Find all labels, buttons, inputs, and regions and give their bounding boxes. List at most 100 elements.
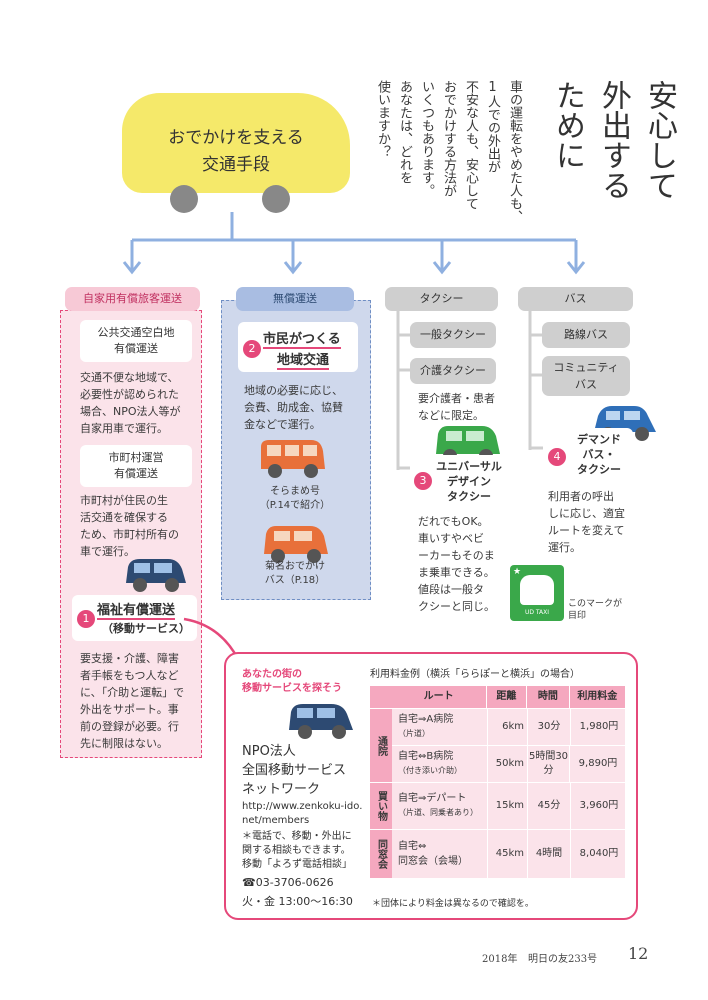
caption-line: （P.14で紹介） [259, 500, 331, 511]
fee-cell: 3,960円 [570, 783, 627, 829]
desc-line: 利用者の呼出 [548, 490, 614, 503]
desc-line: 車いすやベビ [418, 532, 484, 545]
route-cell: 自宅⇔B病院 [398, 751, 454, 762]
time-cell: 5時間30分 [527, 746, 569, 782]
intro-line: 車の運転をやめた人も、 [507, 80, 522, 223]
route-cell: 自宅⇒デパート [398, 793, 467, 804]
bus-item-community: コミュニティ バス [542, 356, 630, 396]
car2-caption: 菊名おでかけ バス（P.18） [240, 560, 350, 588]
jikayou-desc2: 市町村が住民の生 活交通を確保する ため、市町村所有の 車で運行。 [80, 492, 200, 560]
title-line1: 安心して [642, 80, 677, 200]
wheel-icon [262, 185, 290, 213]
kaigo-desc: 要介護者・患者 などに限定。 [418, 390, 508, 424]
desc-line: だれでもOK。 [418, 515, 489, 528]
note-line: ＊電話で、移動・外出に [242, 831, 352, 842]
time-cell: 30分 [527, 709, 570, 745]
desc-line: 外出をサポート。事 [80, 703, 179, 716]
tree-connectors [122, 212, 586, 275]
org-url[interactable]: http://www.zenkoku-ido. net/members [242, 800, 362, 828]
desc-line: ルートを変えて [548, 524, 625, 537]
car1-caption: そらまめ号 （P.14で紹介） [240, 485, 350, 513]
desc-line: 前の登録が必要。行 [80, 720, 179, 733]
bus-sign-line1: おでかけを支える [168, 128, 304, 148]
group-label: 買い物 [370, 783, 392, 829]
distance-cell: 50km [487, 746, 527, 782]
hours: 火・金 13:00〜16:30 [242, 895, 353, 908]
fee-table: ルート 距離 時間 利用料金 通院 自宅⇒A病院 （片道） 6km 30分 1,… [370, 686, 627, 878]
ud-desc: だれでもOK。 車いすやベビ ーカーもそのま ま乗車できる。 値段は一般タ クシ… [418, 513, 508, 615]
jikayou-box1: 公共交通空白地 有償運送 [80, 320, 192, 362]
table-row: 自宅⇒A病院 （片道） 6km 30分 1,980円 [392, 709, 627, 746]
fukushi-title: 福祉有償運送 [97, 599, 176, 620]
item-line: バス [575, 378, 597, 391]
jikayou-desc1: 交通不便な地域で、 必要性が認められた 場合、NPO法人等が 自家用車で運行。 [80, 369, 200, 437]
desc-line: に、「介助と運転」で [80, 686, 185, 699]
desc-line: ーカーもそのま [418, 549, 495, 562]
note-line: 関する相談もできます。 [242, 845, 351, 856]
fukushi-subtitle: （移動サービス） [102, 622, 190, 635]
ud-taxi-mark-icon: ★ UD TAXI [510, 565, 564, 621]
group-label: 通院 [370, 709, 392, 782]
org-note: ＊電話で、移動・外出に 関する相談もできます。 移動「よろず電話相談」 [242, 830, 352, 872]
item-line: コミュニティ [553, 361, 619, 374]
mark-caption: このマークが 目印 [568, 598, 622, 622]
desc-line: ま乗車できる。 [418, 566, 495, 579]
taxi-item-kaigo: 介護タクシー [410, 358, 496, 384]
header-distance: 距離 [485, 686, 527, 708]
header-route: ルート [423, 691, 454, 702]
wheel-icon [170, 185, 198, 213]
url-line: http://www.zenkoku-ido. [242, 801, 363, 812]
fee-group: 通院 自宅⇒A病院 （片道） 6km 30分 1,980円 自宅⇔B病院 （付き… [370, 708, 627, 782]
number-badge: 2 [243, 340, 261, 358]
desc-line: 地域の必要に応じ、 [244, 384, 343, 397]
title-line: バス・ [582, 448, 616, 461]
category-taxi: タクシー [385, 287, 498, 311]
car-icon [126, 559, 186, 592]
fee-footnote: ＊団体により料金は異なるので確認を。 [372, 899, 534, 909]
title-line: デザイン [447, 475, 491, 488]
desc-line: 金などで運行。 [244, 418, 321, 431]
desc-line: 要介護者・患者 [418, 392, 495, 405]
heading-line: 移動サービスを探そう [242, 683, 342, 694]
box-label: 市町村運営 [108, 451, 164, 464]
desc-line: 市町村が住民の生 [80, 494, 168, 507]
caption-line: バス（P.18） [264, 575, 326, 586]
bus-sign-line2: 交通手段 [202, 155, 270, 175]
fee-cell: 9,890円 [569, 746, 626, 782]
header-time: 時間 [526, 686, 569, 708]
fee-caption: 利用料金例（横浜「ららぽーと横浜」の場合） [370, 669, 580, 680]
org-line: NPO法人 [242, 744, 296, 759]
route-sub: （片道） [398, 729, 430, 738]
distance-cell: 6km [487, 709, 527, 745]
van-icon [264, 526, 328, 563]
desc-line: 者手帳をもつ人など [80, 669, 179, 682]
caption-line: 目印 [568, 611, 587, 621]
number-badge: 3 [414, 472, 432, 490]
desc-line: クシーと同じ。 [418, 600, 495, 613]
fee-group: 買い物 自宅⇒デパート （片道、同乗者あり） 15km 45分 3,960円 [370, 782, 625, 829]
box-label: 有償運送 [114, 467, 158, 480]
title-line: デマンド [577, 433, 621, 446]
info-heading: あなたの街の 移動サービスを探そう [242, 668, 342, 696]
group-label: 同窓会 [370, 830, 392, 878]
box-label: 有償運送 [114, 342, 158, 355]
demand-desc: 利用者の呼出 しに応じ、適宜 ルートを変えて 運行。 [548, 488, 640, 556]
title-line3: ために [550, 80, 585, 170]
ud-taxi-title: ユニバーサル デザイン タクシー [432, 459, 506, 504]
footer-year: 2018年 [482, 954, 518, 965]
caption-line: 菊名おでかけ [265, 561, 325, 572]
intro-line: 不安な人も、安心して [463, 80, 478, 210]
category-bus: バス [518, 287, 633, 311]
fee-cell: 1,980円 [570, 709, 627, 745]
intro-line: おでかけする方法が [441, 80, 456, 197]
desc-line: 会費、助成金、協賛 [244, 401, 343, 414]
category-jikayou: 自家用有償旅客運送 [65, 287, 200, 311]
number-badge: 4 [548, 448, 566, 466]
title-line: タクシー [447, 490, 491, 503]
distance-cell: 45km [487, 830, 527, 878]
desc-line: 値段は一般タ [418, 583, 484, 596]
bus-sign-illustration [122, 93, 350, 193]
table-row: 自宅⇒デパート （片道、同乗者あり） 15km 45分 3,960円 [392, 783, 627, 829]
desc-line: 活交通を確保する [80, 511, 168, 524]
table-row: 自宅⇔ 同窓会（会場） 45km 4時間 8,040円 [392, 830, 627, 878]
